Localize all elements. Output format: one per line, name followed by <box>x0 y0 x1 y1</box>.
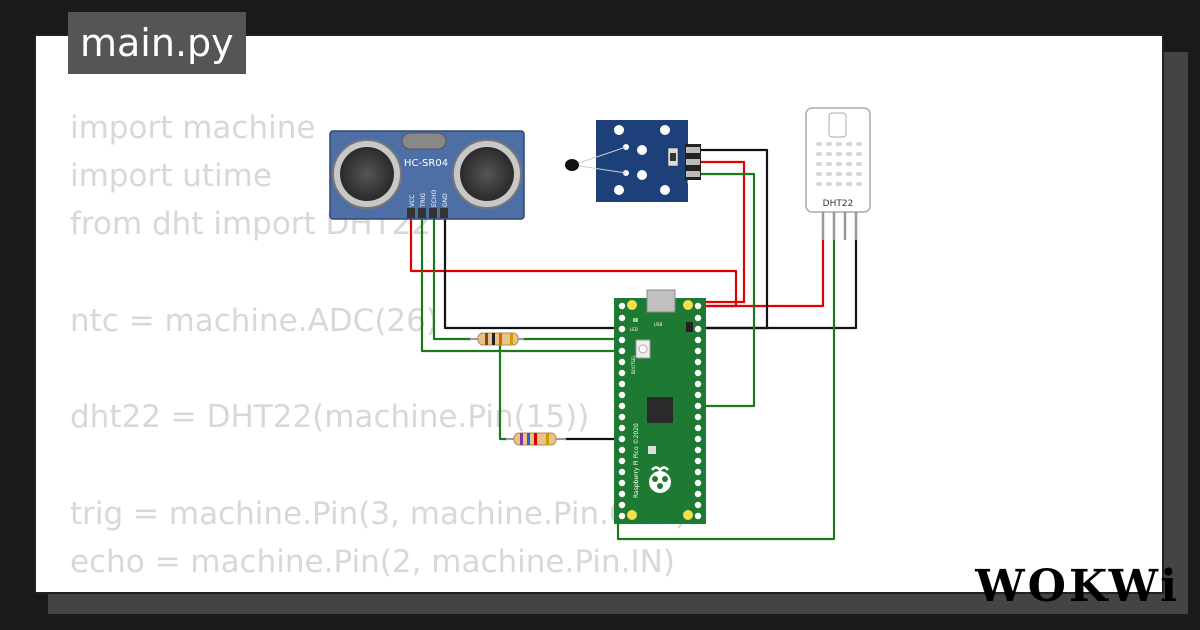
usb-connector <box>646 289 676 313</box>
wokwi-logo: WOKWi <box>975 561 1180 612</box>
header-pin <box>407 208 415 218</box>
ntc-pin-minus: - <box>691 132 695 143</box>
ultrasonic-transducer-left <box>332 139 402 209</box>
dht22-label: DHT22 <box>823 199 854 209</box>
wire-black-ultrasonic-gnd <box>443 218 623 330</box>
pico-pins-left <box>617 301 627 521</box>
hc-sr04-label: HC-SR04 <box>404 158 448 169</box>
rp2040-chip <box>647 397 673 423</box>
pin-label-gnd: GND <box>442 193 449 207</box>
code-line: dht22 = DHT22(machine.Pin(15)) <box>70 399 590 436</box>
dht22-grille <box>816 142 862 186</box>
header-pin <box>429 208 437 218</box>
code-line: ntc = machine.ADC(26) <box>70 302 438 339</box>
ntc-temperature-module[interactable]: - S <box>565 120 701 202</box>
resistor-1[interactable] <box>470 332 524 346</box>
pico-pins-right <box>693 301 703 521</box>
dht22-sensor[interactable]: DHT22 <box>805 107 871 240</box>
wire-red-ntc-vcc <box>700 160 746 304</box>
header-pin <box>440 208 448 218</box>
wire-green-ntc-signal <box>700 172 756 408</box>
wire-red-ultrasonic-vcc <box>409 218 738 308</box>
resistor-2[interactable] <box>506 432 566 446</box>
code-line: import utime <box>70 158 272 195</box>
hc-sr04-sensor[interactable]: HC-SR04 VCC TRIG ECHO GND <box>329 130 525 220</box>
ultrasonic-transducer-right <box>452 139 522 209</box>
led <box>633 318 638 322</box>
pin-label-vcc: VCC <box>409 195 416 207</box>
raspberry-logo <box>649 466 671 493</box>
wire-green-divider <box>498 339 508 441</box>
wire-red-dht-vcc <box>702 238 825 308</box>
pico-board-label: Raspberry Pi Pico ©2020 <box>633 423 640 498</box>
led-label: LED <box>630 327 638 332</box>
file-tab[interactable]: main.py <box>68 12 246 74</box>
raspberry-pi-pico[interactable]: LED USB BOOTSEL Raspberry Pi Pico ©2020 <box>614 289 706 524</box>
wire-green-trig <box>420 218 623 353</box>
ntc-pin-s: S <box>687 179 697 185</box>
pin-label-echo: ECHO <box>431 190 438 207</box>
pin-label-trig: TRIG <box>420 192 427 208</box>
bootsel-label: BOOTSEL <box>631 355 636 374</box>
header-pin <box>418 208 426 218</box>
code-line: echo = machine.Pin(2, machine.Pin.IN) <box>70 543 675 580</box>
thermistor <box>565 159 579 171</box>
usb-label: USB <box>654 322 662 327</box>
code-line: import machine <box>70 110 316 146</box>
wire-green-echo <box>432 218 472 341</box>
wires <box>409 148 858 541</box>
